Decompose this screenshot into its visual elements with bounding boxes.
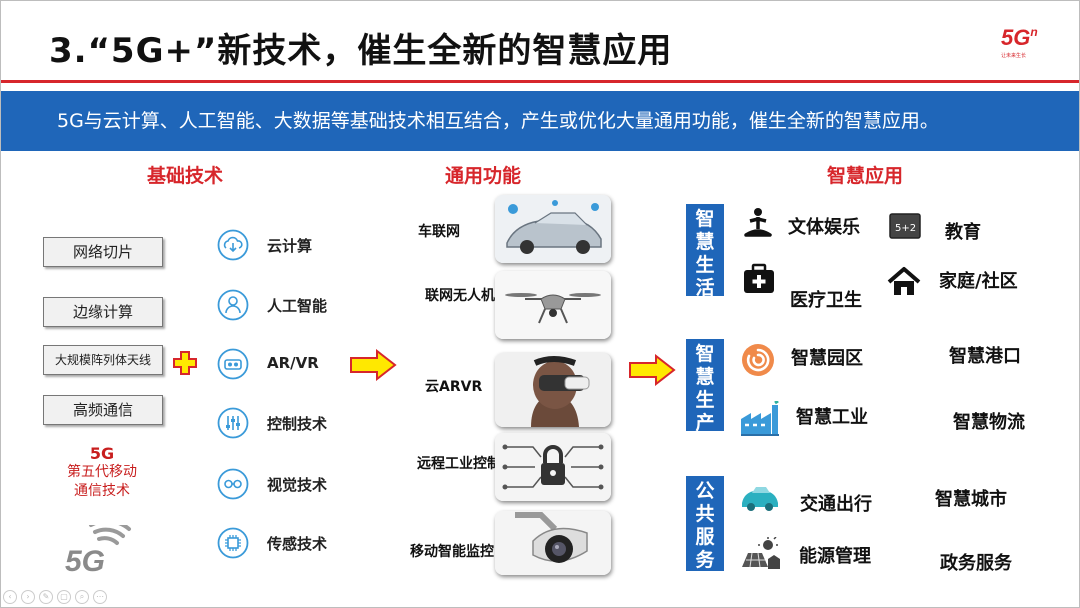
drone-image <box>495 271 611 339</box>
pen-icon[interactable]: ✎ <box>39 590 53 604</box>
factory-icon <box>741 401 779 436</box>
car-icon <box>742 487 778 511</box>
category-title: 智慧生活 <box>695 208 715 299</box>
app-smart-park: 智慧园区 <box>791 348 863 369</box>
fiveg-caption: 5G 第五代移动 通信技术 <box>56 444 148 501</box>
app-healthcare: 医疗卫生 <box>790 290 862 311</box>
arrow-right-icon <box>629 354 676 386</box>
base-tech-label: 人工智能 <box>267 297 328 315</box>
chip-icon <box>217 527 249 559</box>
circuit-lock-image <box>495 433 611 501</box>
base-tech-label: 视觉技术 <box>267 476 328 494</box>
app-home-community: 家庭/社区 <box>939 271 1018 292</box>
app-smart-port: 智慧港口 <box>949 346 1021 367</box>
zoom-icon[interactable]: ⌕ <box>75 590 89 604</box>
app-entertainment: 文体娱乐 <box>788 217 860 238</box>
person-icon <box>217 289 249 321</box>
function-label: 移动智能监控 <box>410 544 494 560</box>
title-divider <box>1 80 1079 83</box>
column-heading-applications: 智慧应用 <box>827 165 904 187</box>
app-government-services: 政务服务 <box>940 553 1012 574</box>
function-label: 云ARVR <box>425 379 483 395</box>
tech-box-massive-mimo: 大规模阵列体天线 <box>43 345 163 375</box>
category-title: 公共服务 <box>695 480 715 571</box>
more-icon[interactable]: ⋯ <box>93 590 107 604</box>
meditation-icon <box>744 208 772 237</box>
column-heading-base-tech: 基础技术 <box>147 165 224 187</box>
base-tech-label: 云计算 <box>267 237 313 255</box>
base-tech-label: 控制技术 <box>267 415 328 433</box>
first-aid-icon <box>744 263 774 293</box>
chalkboard-icon: 5+2 <box>889 213 921 239</box>
fiveg-caption-line2: 通信技术 <box>74 483 130 499</box>
security-camera-image <box>495 511 611 575</box>
logo-tagline: 让未来生长 <box>1001 53 1027 59</box>
prev-slide-icon[interactable]: ‹ <box>3 590 17 604</box>
category-smart-production: 智慧生产 <box>686 339 724 434</box>
app-smart-industry: 智慧工业 <box>796 407 868 428</box>
fiveg-caption-line1: 第五代移动 <box>67 464 137 480</box>
next-slide-icon[interactable]: › <box>21 590 35 604</box>
presentation-toolbar[interactable]: ‹ › ✎ ▢ ⌕ ⋯ <box>3 590 111 604</box>
tech-box-high-frequency: 高频通信 <box>43 395 163 425</box>
category-smart-life: 智慧生活 <box>686 204 724 299</box>
slides-icon[interactable]: ▢ <box>57 590 71 604</box>
fiveg-heading: 5G <box>89 444 115 463</box>
brand-logo: 5Gn 让未来生长 <box>1001 25 1051 65</box>
summary-banner: 5G与云计算、人工智能、大数据等基础技术相互结合，产生或优化大量通用功能，催生全… <box>1 91 1079 151</box>
page-title: 3.“5G+”新技术，催生全新的智慧应用 <box>49 31 673 71</box>
base-tech-label: AR/VR <box>267 354 319 372</box>
sliders-icon <box>217 407 249 439</box>
base-tech-label: 传感技术 <box>267 535 328 553</box>
fiveg-logo-icon: 5G <box>65 525 131 575</box>
app-smart-logistics: 智慧物流 <box>953 412 1025 433</box>
function-label: 联网无人机 <box>425 288 495 304</box>
vr-headset-icon <box>217 348 249 380</box>
app-transportation: 交通出行 <box>800 494 872 515</box>
app-education: 教育 <box>945 222 981 243</box>
cloud-download-icon <box>217 229 249 261</box>
category-public-service: 公共服务 <box>686 476 724 571</box>
column-heading-functions: 通用功能 <box>445 165 522 187</box>
glasses-icon <box>217 468 249 500</box>
arrow-right-icon <box>350 349 397 381</box>
vr-user-image <box>495 353 611 427</box>
svg-text:5+2: 5+2 <box>895 223 916 234</box>
tech-box-network-slicing: 网络切片 <box>43 237 163 267</box>
function-label: 远程工业控制 <box>417 456 501 472</box>
park-swirl-icon <box>742 344 774 376</box>
app-smart-city: 智慧城市 <box>935 489 1007 510</box>
solar-energy-icon <box>742 537 780 569</box>
app-energy-management: 能源管理 <box>799 546 871 567</box>
house-icon <box>887 267 921 295</box>
category-title: 智慧生产 <box>695 343 715 434</box>
connected-car-image <box>495 195 611 263</box>
tech-box-edge-computing: 边缘计算 <box>43 297 163 327</box>
function-label: 车联网 <box>418 224 460 240</box>
fiveg-logo-text: 5G <box>65 545 105 575</box>
logo-superscript: n <box>1030 25 1038 39</box>
logo-text: 5G <box>1001 25 1031 50</box>
plus-icon <box>173 351 197 375</box>
